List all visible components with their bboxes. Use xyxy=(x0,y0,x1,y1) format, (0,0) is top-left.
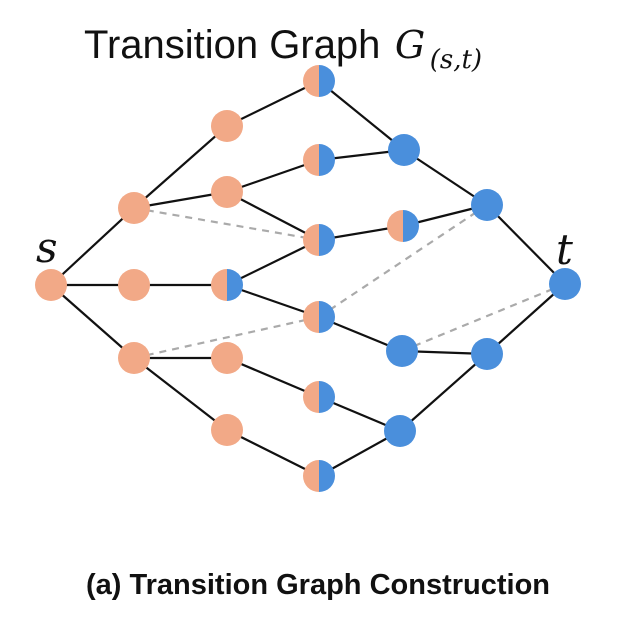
dashed-edge-a1-c3 xyxy=(133,206,320,242)
node-b3 xyxy=(211,269,243,301)
node-c3-right-half xyxy=(319,224,335,256)
node-a3 xyxy=(118,342,150,374)
node-d3-shape xyxy=(386,335,418,367)
node-e1 xyxy=(471,189,503,221)
edge-b3-c4 xyxy=(226,283,320,319)
edge-a3-b5 xyxy=(133,357,228,431)
node-b2-shape xyxy=(211,176,243,208)
node-c1-left-half xyxy=(303,65,319,97)
node-c1 xyxy=(303,65,335,97)
node-c3-left-half xyxy=(303,224,319,256)
node-c5-right-half xyxy=(319,381,335,413)
source-label: s xyxy=(36,223,58,272)
node-c6-left-half xyxy=(303,460,319,492)
node-c1-right-half xyxy=(319,65,335,97)
node-a1 xyxy=(118,192,150,224)
node-d3 xyxy=(386,335,418,367)
node-b4 xyxy=(211,342,243,374)
node-c2 xyxy=(303,144,335,176)
node-e2-shape xyxy=(471,338,503,370)
edge-s-a3 xyxy=(50,284,135,359)
node-b2 xyxy=(211,176,243,208)
node-t-shape xyxy=(549,268,581,300)
figure-caption: (a) Transition Graph Construction xyxy=(86,569,550,601)
node-c2-left-half xyxy=(303,144,319,176)
node-b1 xyxy=(211,110,243,142)
node-c6 xyxy=(303,460,335,492)
node-c2-right-half xyxy=(319,144,335,176)
node-e1-shape xyxy=(471,189,503,221)
node-s xyxy=(35,269,67,301)
node-c5-left-half xyxy=(303,381,319,413)
node-d4 xyxy=(384,415,416,447)
dashed-edge-d3-t xyxy=(401,282,566,353)
edge-s-a1 xyxy=(50,207,135,286)
node-c4 xyxy=(303,301,335,333)
node-a2-shape xyxy=(118,269,150,301)
dashed-edge-a3-c4 xyxy=(133,315,320,360)
node-d1-shape xyxy=(388,134,420,166)
edge-e1-t xyxy=(486,204,566,285)
figure-title-text: Transition Graph xyxy=(84,23,380,67)
node-b3-right-half xyxy=(227,269,243,301)
node-a1-shape xyxy=(118,192,150,224)
edge-e2-t xyxy=(486,283,566,355)
nodes-layer xyxy=(35,65,581,492)
node-c4-right-half xyxy=(319,301,335,333)
node-a3-shape xyxy=(118,342,150,374)
edge-b2-c3 xyxy=(226,191,320,241)
edge-b4-c5 xyxy=(226,356,320,399)
node-t xyxy=(549,268,581,300)
target-label: t xyxy=(556,225,573,274)
figure-title: Transition Graph G (s,t) xyxy=(84,23,482,75)
edge-b5-c6 xyxy=(226,429,320,477)
node-d1 xyxy=(388,134,420,166)
node-c6-right-half xyxy=(319,460,335,492)
node-b5-shape xyxy=(211,414,243,446)
node-e2 xyxy=(471,338,503,370)
node-b1-shape xyxy=(211,110,243,142)
node-b3-left-half xyxy=(211,269,227,301)
figure-title-symbol: G xyxy=(395,23,425,67)
node-d2 xyxy=(387,210,419,242)
node-c4-left-half xyxy=(303,301,319,333)
edge-b3-c3 xyxy=(226,239,320,286)
figure-title-subscript: (s,t) xyxy=(430,45,482,75)
node-s-shape xyxy=(35,269,67,301)
node-a2 xyxy=(118,269,150,301)
node-c5 xyxy=(303,381,335,413)
node-c3 xyxy=(303,224,335,256)
edge-d1-e1 xyxy=(403,149,488,206)
node-d2-right-half xyxy=(403,210,419,242)
node-b5 xyxy=(211,414,243,446)
node-d2-left-half xyxy=(387,210,403,242)
edge-b2-c2 xyxy=(226,158,320,194)
edge-a1-b1 xyxy=(133,125,228,209)
node-d4-shape xyxy=(384,415,416,447)
edge-c1-d1 xyxy=(318,80,405,151)
node-b4-shape xyxy=(211,342,243,374)
edge-b1-c1 xyxy=(226,80,320,127)
edge-d4-e2 xyxy=(399,353,488,432)
